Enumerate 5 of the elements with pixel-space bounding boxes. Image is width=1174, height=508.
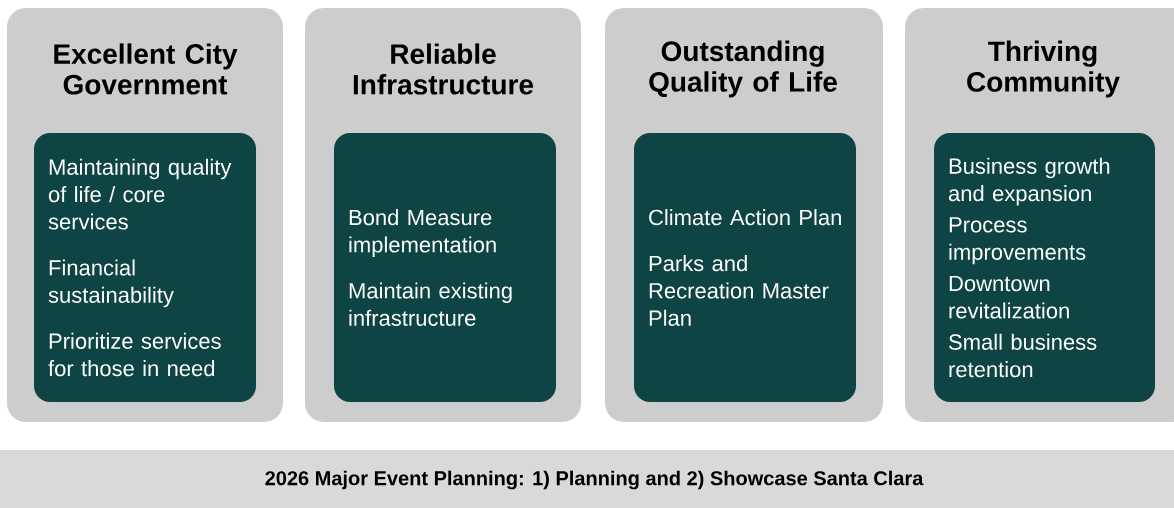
focus-box: Business growth and expansion Process improvements Downtown revitalization Small business retention — [934, 133, 1155, 402]
banner: 2026 Major Event Planning: 1) Planning and 2) Showcase Santa Clara — [0, 450, 1174, 508]
focus-box: Maintaining quality of life / core services Financial sustainability Prioritize services for those in need — [34, 133, 256, 402]
focus-box: Bond Measure implementation Maintain existing infrastructure — [334, 133, 556, 402]
focus-box: Climate Action Plan Parks and Recreation Master Plan — [634, 133, 856, 402]
